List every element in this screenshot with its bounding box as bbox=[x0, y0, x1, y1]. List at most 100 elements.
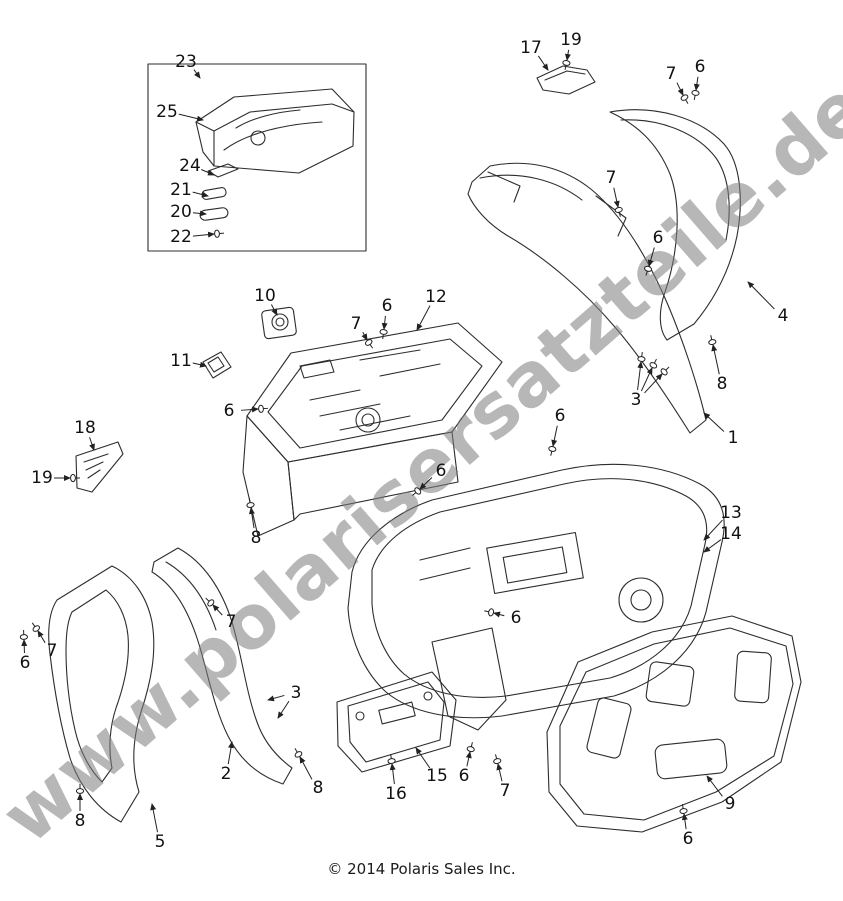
screw-icon bbox=[379, 329, 388, 339]
callout-6: 6 bbox=[20, 653, 31, 673]
screw-icon bbox=[484, 608, 495, 617]
callout-1: 1 bbox=[728, 428, 739, 448]
screw-icon bbox=[412, 487, 422, 496]
callout-14: 14 bbox=[720, 524, 742, 544]
callout-7: 7 bbox=[351, 314, 362, 334]
screw-icon bbox=[70, 473, 80, 483]
part-5-fender-flare bbox=[48, 565, 155, 823]
screw-icon bbox=[75, 784, 85, 794]
callout-6: 6 bbox=[683, 829, 694, 849]
callout-12: 12 bbox=[425, 287, 447, 307]
callout-2: 2 bbox=[221, 764, 232, 784]
leader-line bbox=[419, 477, 433, 490]
callout-20: 20 bbox=[170, 202, 192, 222]
screw-icon bbox=[708, 335, 717, 346]
leader-line bbox=[493, 611, 505, 618]
copyright-text: © 2014 Polaris Sales Inc. bbox=[327, 860, 516, 878]
leader-line bbox=[201, 169, 215, 176]
leader-line bbox=[693, 76, 700, 91]
part-12-rear-rack bbox=[242, 322, 503, 537]
part-11-emblem bbox=[202, 351, 232, 379]
screw-icon bbox=[548, 445, 557, 456]
screw-icon bbox=[493, 754, 502, 765]
screw-icon bbox=[614, 206, 623, 217]
screw-icon bbox=[466, 742, 475, 753]
leader-line bbox=[703, 539, 722, 553]
screw-icon bbox=[644, 265, 653, 276]
screw-icon bbox=[387, 754, 396, 764]
screw-icon bbox=[31, 622, 41, 632]
callout-19: 19 bbox=[560, 30, 582, 50]
leader-line bbox=[551, 425, 558, 447]
leader-line bbox=[613, 187, 620, 208]
leader-line bbox=[248, 507, 255, 529]
callout-15: 15 bbox=[426, 766, 448, 786]
callout-6: 6 bbox=[382, 296, 393, 316]
leader-line bbox=[270, 304, 278, 316]
leader-line bbox=[537, 55, 549, 71]
callout-23: 23 bbox=[175, 52, 197, 72]
leader-line bbox=[89, 437, 95, 451]
callout-19: 19 bbox=[31, 468, 53, 488]
callout-7: 7 bbox=[226, 612, 237, 632]
leader-line bbox=[389, 763, 396, 785]
leader-line bbox=[415, 747, 431, 769]
callout-24: 24 bbox=[179, 156, 201, 176]
callout-18: 18 bbox=[74, 418, 96, 438]
part-2-fender-strip bbox=[151, 547, 293, 785]
callout-21: 21 bbox=[170, 180, 192, 200]
screw-icon bbox=[679, 804, 688, 814]
leader-line bbox=[647, 247, 655, 267]
screw-icon bbox=[214, 229, 225, 238]
leader-line bbox=[416, 305, 431, 331]
callout-9: 9 bbox=[725, 794, 736, 814]
leader-line bbox=[381, 315, 388, 330]
screw-icon bbox=[680, 94, 689, 104]
callout-16: 16 bbox=[385, 784, 407, 804]
leader-line bbox=[703, 412, 725, 432]
part-4-rear-panel-right bbox=[609, 109, 741, 341]
leader-line bbox=[192, 210, 207, 217]
screw-icon bbox=[364, 339, 374, 349]
leader-line bbox=[361, 332, 368, 341]
leader-line bbox=[37, 630, 46, 644]
leader-line bbox=[277, 700, 290, 719]
callout-4: 4 bbox=[778, 306, 789, 326]
callout-3: 3 bbox=[291, 683, 302, 703]
callout-7: 7 bbox=[606, 168, 617, 188]
leader-line bbox=[193, 69, 201, 79]
callout-8: 8 bbox=[75, 811, 86, 831]
callout-8: 8 bbox=[717, 374, 728, 394]
leader-line bbox=[644, 373, 663, 394]
callout-6: 6 bbox=[459, 766, 470, 786]
leader-line bbox=[564, 49, 571, 61]
screw-icon bbox=[562, 59, 571, 70]
part-17-bracket bbox=[536, 65, 596, 95]
screw-icon bbox=[246, 498, 255, 508]
callout-6: 6 bbox=[511, 608, 522, 628]
callout-13: 13 bbox=[720, 503, 742, 523]
leader-line bbox=[267, 694, 285, 702]
callout-22: 22 bbox=[170, 227, 192, 247]
screw-icon bbox=[294, 748, 303, 758]
screw-icon bbox=[691, 90, 700, 100]
leader-line bbox=[703, 519, 723, 541]
callout-3: 3 bbox=[631, 390, 642, 410]
callout-7: 7 bbox=[47, 641, 58, 661]
callout-10: 10 bbox=[254, 286, 276, 306]
callout-7: 7 bbox=[666, 64, 677, 84]
leader-line bbox=[150, 803, 159, 833]
part-13-14-cargo-tub bbox=[347, 463, 725, 731]
callout-17: 17 bbox=[520, 38, 542, 58]
leader-line bbox=[496, 763, 503, 782]
leader-line bbox=[637, 361, 644, 391]
callout-8: 8 bbox=[313, 778, 324, 798]
callout-11: 11 bbox=[170, 351, 192, 371]
leader-line bbox=[240, 406, 259, 413]
leader-line bbox=[747, 281, 775, 310]
part-1-fender-support bbox=[467, 162, 707, 434]
leader-line bbox=[192, 191, 209, 198]
leader-line bbox=[676, 82, 684, 96]
